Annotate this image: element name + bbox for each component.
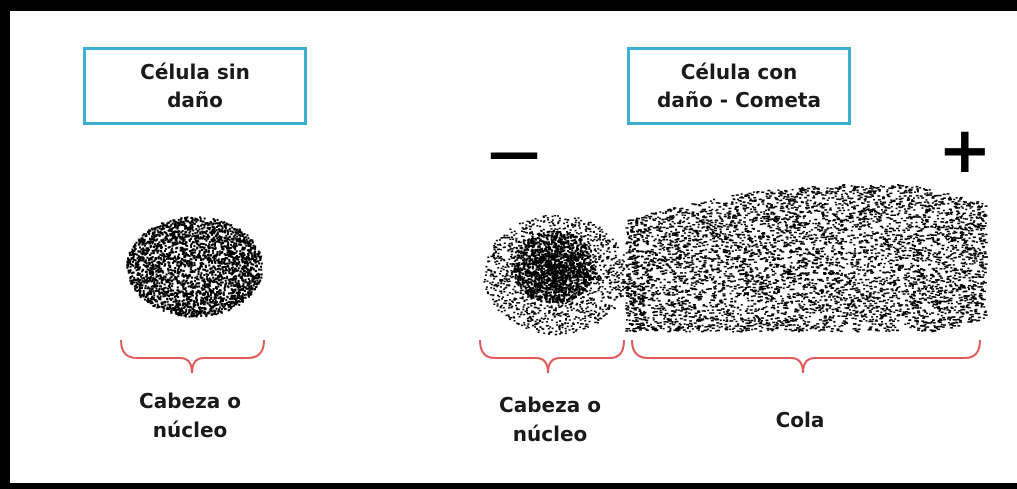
undamaged-cell-title: Célula sin daño (83, 47, 307, 125)
bracket-head-right (479, 339, 625, 374)
negative-pole-sign: — (488, 123, 540, 183)
head-label-right: Cabeza o núcleo (499, 393, 601, 446)
diagram-panel: Célula sin daño Célula con daño - Cometa… (10, 11, 1017, 483)
comet-cell (483, 184, 988, 336)
damaged-cell-title: Célula con daño - Cometa (627, 47, 851, 125)
bracket-head-left (120, 339, 265, 374)
tail-label: Cola (775, 408, 825, 432)
undamaged-cell-nucleus (126, 216, 263, 318)
bracket-tail (631, 339, 981, 374)
head-label-left: Cabeza o núcleo (139, 389, 241, 442)
positive-pole-sign: + (938, 114, 992, 188)
diagram-graphics (120, 184, 988, 374)
